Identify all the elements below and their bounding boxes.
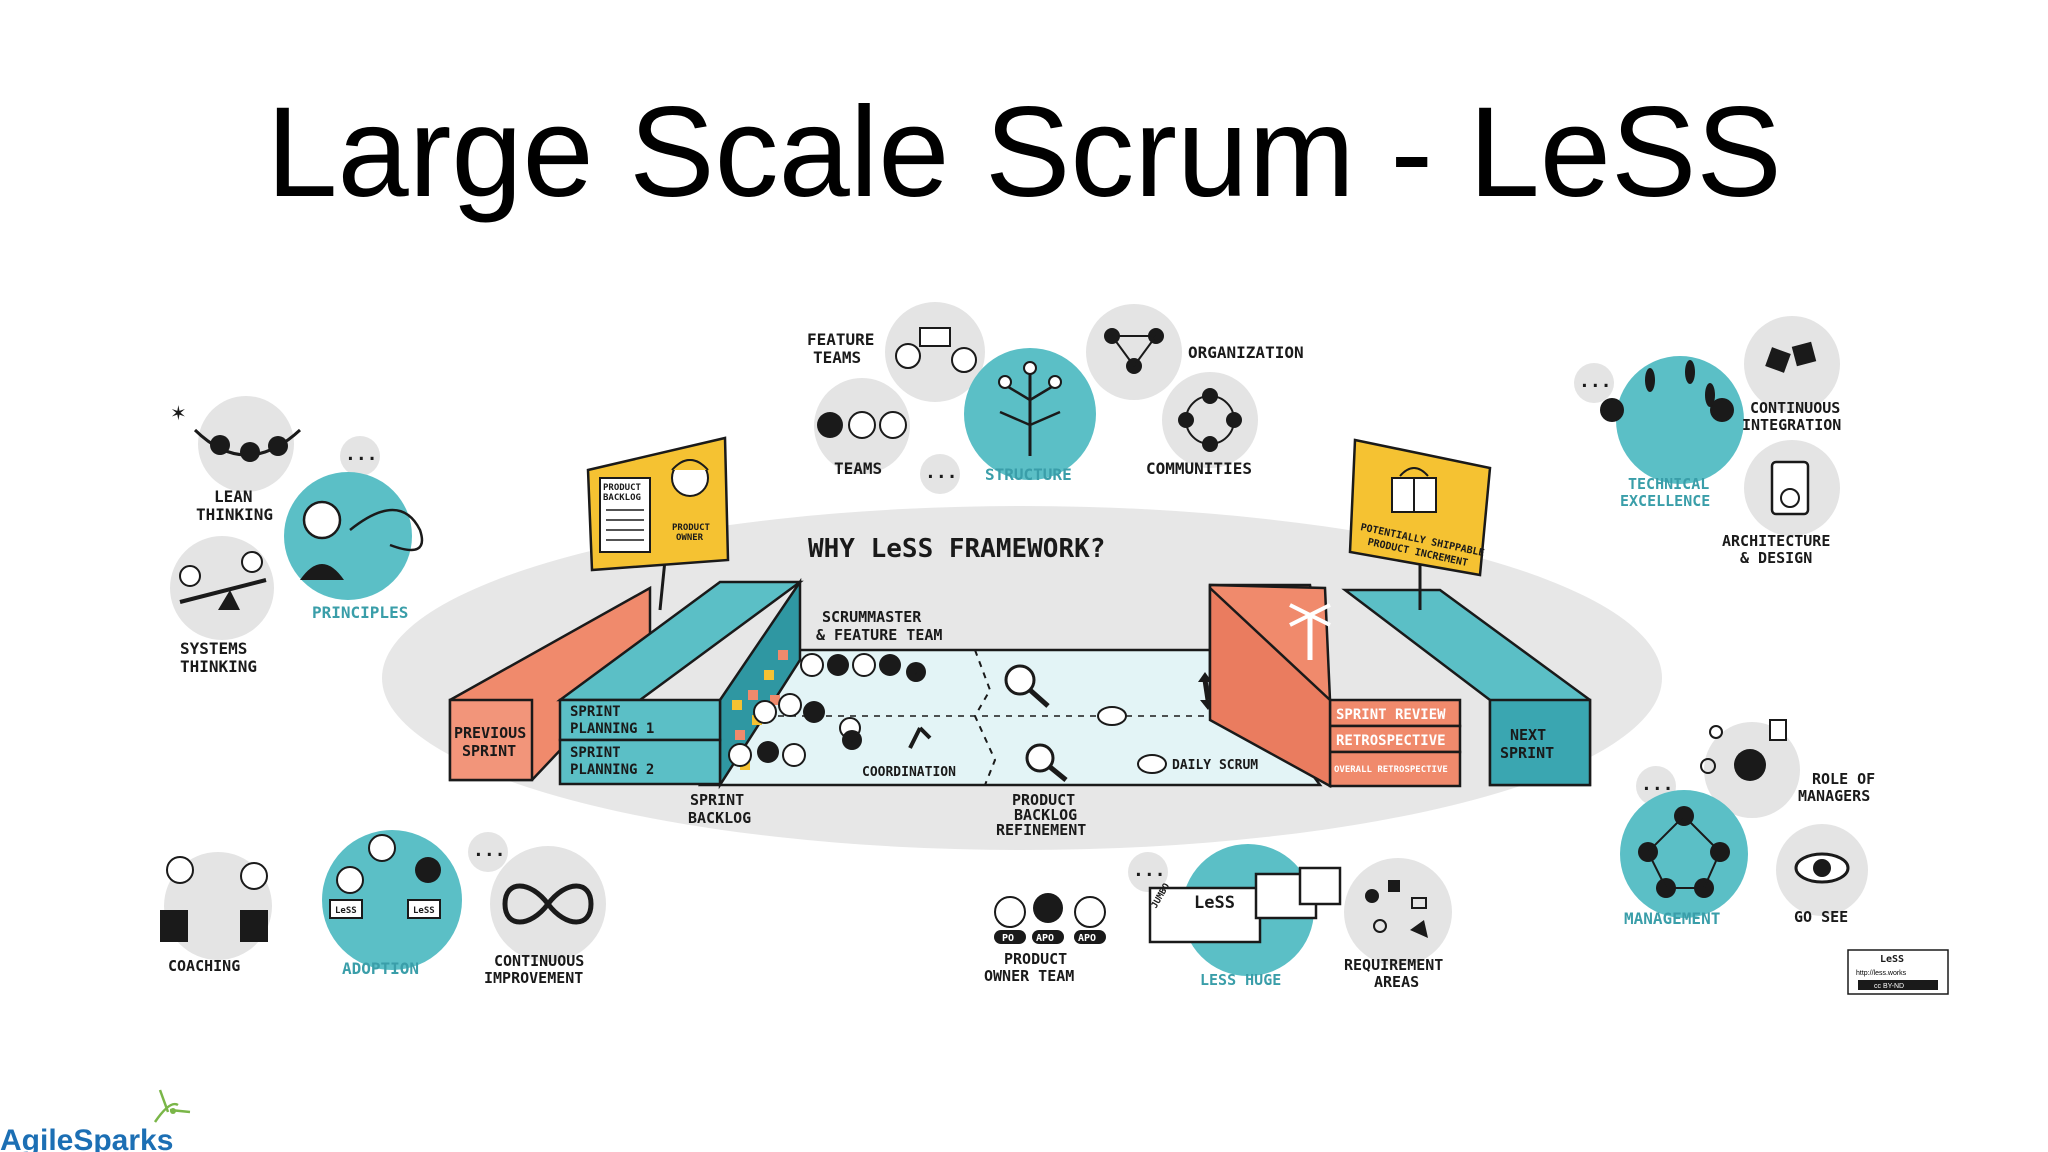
adoption-icon: LeSS LeSS bbox=[322, 830, 462, 970]
communities-label: COMMUNITIES bbox=[1146, 459, 1252, 478]
magnifier-icon bbox=[1004, 664, 1050, 708]
continuous-integration-icon bbox=[1744, 316, 1840, 412]
technical-excellence-label: TECHNICAL EXCELLENCE bbox=[1620, 475, 1718, 510]
svg-text:SM: SM bbox=[909, 670, 919, 679]
ellipsis-bubble: ... bbox=[1574, 363, 1614, 403]
structure-label: STRUCTURE bbox=[985, 465, 1072, 484]
svg-text:LeSS: LeSS bbox=[335, 906, 357, 916]
daily-scrum-label: DAILY SCRUM bbox=[1172, 758, 1258, 773]
requirement-areas-icon bbox=[1344, 858, 1452, 966]
shippable-increment-sign: POTENTIALLY SHIPPABLE PRODUCT INCREMENT bbox=[1348, 438, 1492, 610]
management-label: MANAGEMENT bbox=[1624, 909, 1720, 928]
go-see-icon bbox=[1776, 824, 1868, 916]
less-huge-label: LESS HUGE bbox=[1200, 971, 1281, 989]
svg-text:cc BY-ND: cc BY-ND bbox=[1874, 983, 1904, 990]
overall-retrospective-label: OVERALL RETROSPECTIVE bbox=[1334, 765, 1448, 775]
lean-thinking-icon: ✶ bbox=[170, 396, 302, 492]
svg-text:LeSS: LeSS bbox=[1194, 893, 1235, 913]
retrospective-label: RETROSPECTIVE bbox=[1336, 733, 1446, 749]
svg-text:✶: ✶ bbox=[170, 403, 187, 425]
teams-label: TEAMS bbox=[834, 459, 882, 478]
svg-text:PRODUCT OWNER: PRODUCT OWNER bbox=[672, 523, 715, 543]
architecture-design-label: ARCHITECTURE & DESIGN bbox=[1722, 532, 1839, 567]
svg-text:APO: APO bbox=[1078, 933, 1096, 944]
center-heading: WHY LeSS FRAMEWORK? bbox=[808, 534, 1105, 564]
principles-label: PRINCIPLES bbox=[312, 603, 408, 622]
product-owner-team-icon: PO APO APO bbox=[994, 893, 1106, 944]
product-backlog-refinement-label: PRODUCT BACKLOG REFINEMENT bbox=[996, 791, 1086, 839]
architecture-design-icon bbox=[1744, 440, 1840, 536]
svg-text:SM: SM bbox=[845, 738, 855, 747]
teams-icon bbox=[814, 378, 910, 474]
svg-text:http://less.works: http://less.works bbox=[1856, 970, 1907, 977]
ellipsis-bubble: ... bbox=[340, 436, 380, 476]
organization-label: ORGANIZATION bbox=[1188, 343, 1304, 362]
sprint-planning-2-label: SPRINT PLANNING 2 bbox=[570, 745, 654, 778]
license-badge: LeSS http://less.works cc BY-ND bbox=[1847, 949, 1949, 995]
principles-icon bbox=[284, 472, 424, 600]
continuous-improvement-label: CONTINUOUS IMPROVEMENT bbox=[484, 952, 593, 987]
sprint-backlog-label: SPRINT BACKLOG bbox=[688, 791, 753, 827]
product-owner-team-label: PRODUCT OWNER TEAM bbox=[984, 950, 1076, 985]
technical-excellence-icon bbox=[1600, 356, 1744, 484]
svg-text:...: ... bbox=[473, 840, 506, 861]
team-figures-row-1: SM bbox=[800, 653, 926, 682]
product-backlog-sign: PRODUCT BACKLOG PRODUCT OWNER bbox=[586, 436, 730, 611]
sprint-review-label: SPRINT REVIEW bbox=[1336, 707, 1446, 723]
communities-icon bbox=[1162, 372, 1258, 468]
svg-text:APO: APO bbox=[1036, 933, 1054, 944]
svg-text:...: ... bbox=[345, 444, 378, 465]
svg-text:...: ... bbox=[1641, 774, 1674, 795]
systems-thinking-label: SYSTEMS THINKING bbox=[180, 639, 257, 676]
agilesparks-logo: AgileSparks bbox=[0, 1089, 191, 1152]
ellipsis-bubble: ... bbox=[920, 454, 960, 494]
svg-text:...: ... bbox=[1133, 860, 1166, 881]
management-icon bbox=[1620, 790, 1748, 918]
coaching-label: COACHING bbox=[168, 957, 240, 975]
requirement-areas-label: REQUIREMENT AREAS bbox=[1344, 956, 1452, 991]
svg-text:LeSS: LeSS bbox=[413, 906, 435, 916]
go-see-label: GO SEE bbox=[1794, 908, 1848, 926]
coordination-label: COORDINATION bbox=[862, 765, 956, 780]
less-huge-icon: LeSS JUMBO bbox=[1148, 844, 1342, 976]
team-figures-row-3 bbox=[728, 741, 806, 767]
svg-text:...: ... bbox=[1579, 371, 1612, 392]
svg-text:...: ... bbox=[925, 462, 958, 483]
team-figures-row-2: SM bbox=[753, 693, 862, 750]
magnifier-icon bbox=[1025, 743, 1068, 782]
ellipsis-bubble: ... bbox=[468, 832, 508, 872]
systems-thinking-icon bbox=[170, 536, 274, 640]
feature-teams-label: FEATURE TEAMS bbox=[807, 330, 884, 367]
next-sprint-label: NEXT SPRINT bbox=[1500, 726, 1555, 762]
svg-text:PO: PO bbox=[1002, 933, 1014, 944]
lean-thinking-label: LEAN THINKING bbox=[196, 487, 273, 524]
organization-icon bbox=[1086, 304, 1182, 400]
coaching-icon bbox=[160, 852, 272, 960]
role-of-managers-label: ROLE OF MANAGERS bbox=[1798, 770, 1884, 805]
ellipsis-bubble: ... bbox=[1128, 852, 1168, 892]
structure-icon bbox=[964, 348, 1096, 480]
adoption-label: ADOPTION bbox=[342, 959, 419, 978]
windmill-icon bbox=[1289, 603, 1331, 660]
speech-bubble-icon bbox=[1097, 706, 1167, 774]
continuous-integration-label: CONTINUOUS INTEGRATION bbox=[1742, 399, 1849, 434]
role-of-managers-icon bbox=[1700, 719, 1800, 818]
svg-text:PRODUCT BACKLOG: PRODUCT BACKLOG bbox=[603, 483, 646, 503]
previous-sprint-label: PREVIOUS SPRINT bbox=[454, 724, 535, 760]
svg-text:AgileSparks: AgileSparks bbox=[0, 1124, 173, 1152]
svg-text:LeSS: LeSS bbox=[1880, 954, 1904, 965]
sprint-planning-1-label: SPRINT PLANNING 1 bbox=[570, 704, 654, 737]
scrummaster-feature-team-label: SCRUMMASTER & FEATURE TEAM bbox=[816, 608, 942, 644]
page-title: Large Scale Scrum - LeSS bbox=[266, 81, 1782, 224]
feature-teams-icon bbox=[885, 302, 985, 402]
continuous-improvement-icon bbox=[490, 846, 606, 962]
